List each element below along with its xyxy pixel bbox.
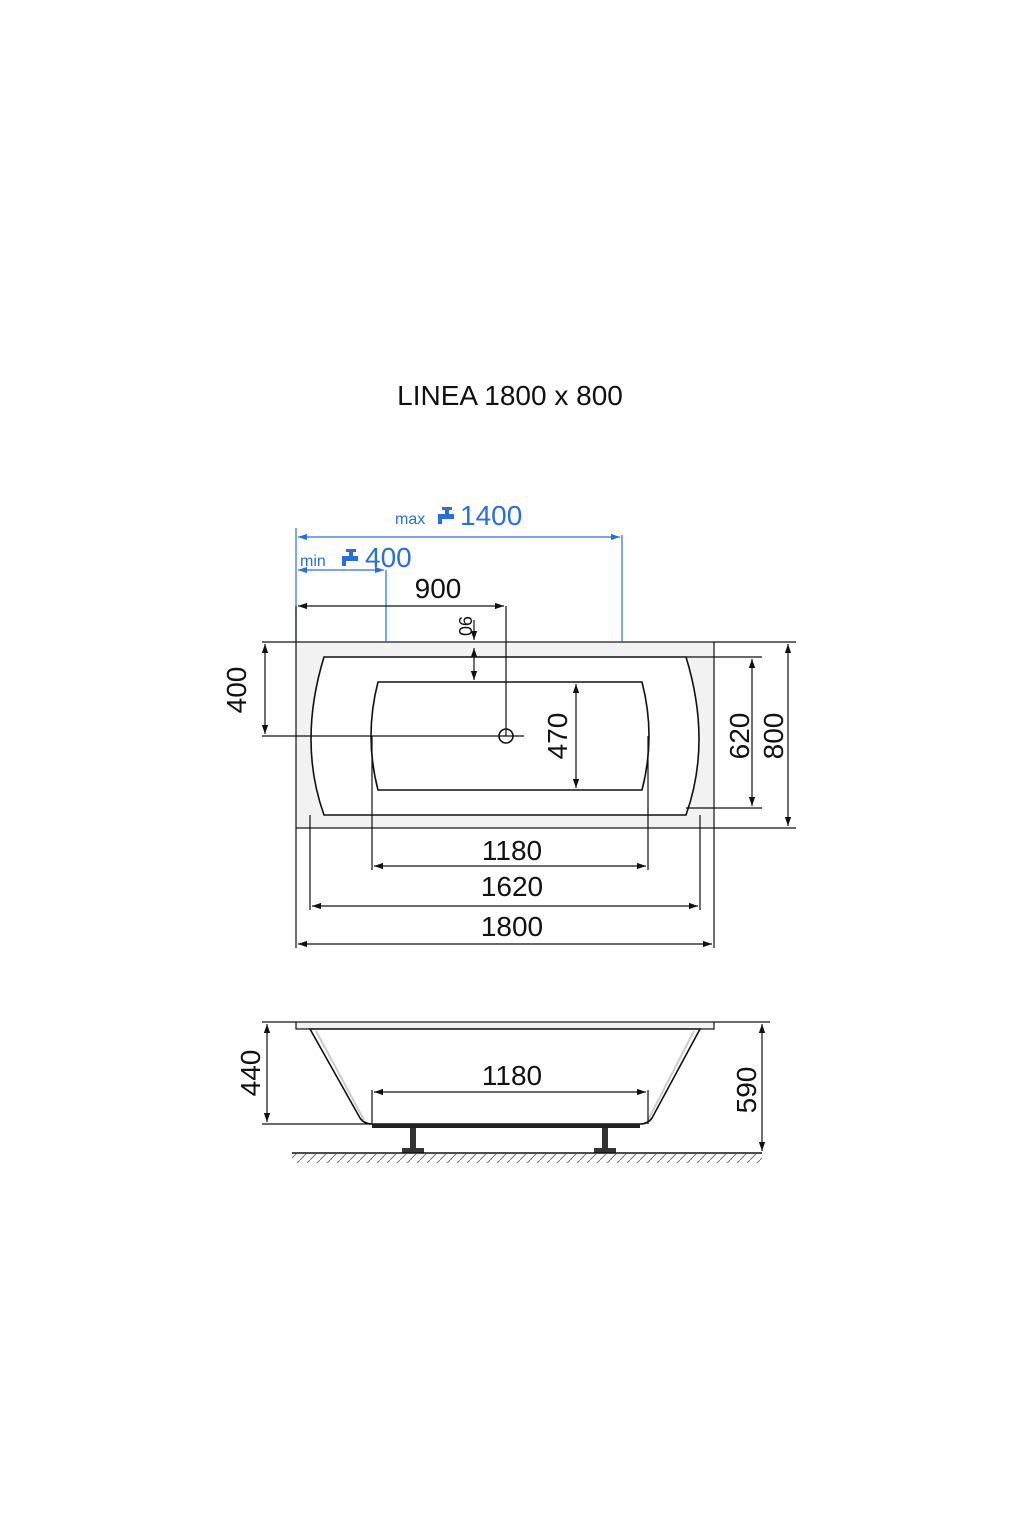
- faucet-icon: [342, 549, 358, 566]
- side-rim: [295, 1021, 715, 1030]
- leg-right: [602, 1128, 608, 1150]
- dimension-620: 620: [724, 713, 755, 760]
- dimension-1180-side: 1180: [482, 1060, 542, 1091]
- side-view: 1180 440 590: [235, 1021, 770, 1163]
- dimension-590: 590: [731, 1067, 762, 1114]
- dimension-90: 90: [455, 616, 475, 636]
- dimension-900: 900: [415, 573, 462, 604]
- dimension-440: 440: [235, 1050, 266, 1097]
- top-view: max 1400 min 400 900 90 400: [221, 500, 796, 948]
- dimension-400: 400: [221, 667, 252, 714]
- faucet-min-value: 400: [365, 542, 412, 573]
- faucet-max-value: 1400: [460, 500, 522, 531]
- leg-left: [410, 1128, 416, 1150]
- dimension-1180-top: 1180: [482, 835, 542, 866]
- faucet-icon: [438, 507, 454, 524]
- faucet-max-label: max: [395, 511, 425, 528]
- page-title: LINEA 1800 x 800: [397, 380, 623, 411]
- dimension-1800: 1800: [481, 911, 543, 942]
- dimension-470: 470: [542, 713, 573, 760]
- faucet-min-label: min: [300, 553, 326, 570]
- dimension-1620: 1620: [481, 871, 543, 902]
- dimension-800: 800: [758, 713, 789, 760]
